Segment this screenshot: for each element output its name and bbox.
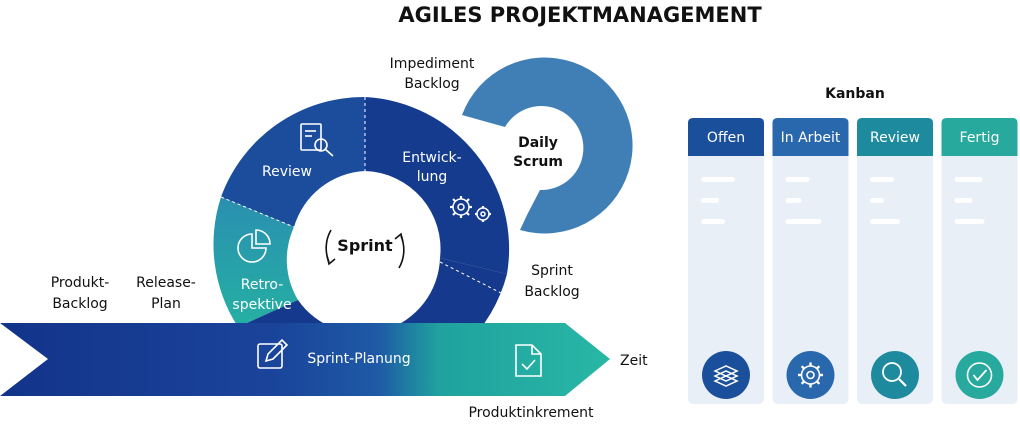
retrospektive-label-1: Retro- <box>241 277 284 293</box>
sprint-sector-review <box>221 96 365 228</box>
kanban-column-label: Review <box>870 130 920 146</box>
kanban-column: In Arbeit <box>772 118 849 404</box>
release-plan-label-1: Release- <box>136 275 196 291</box>
review-label: Review <box>262 164 312 180</box>
entwicklung-label-1: Entwick- <box>402 150 461 166</box>
kanban-column-body <box>857 118 933 404</box>
stack-icon <box>702 351 750 399</box>
release-plan-label-2: Plan <box>151 296 181 312</box>
document-search-icon <box>300 123 334 157</box>
kanban-column-header <box>688 118 764 156</box>
impediment-backlog-label-1: Impediment <box>390 56 475 72</box>
daily-scrum-arc <box>462 57 633 234</box>
produktinkrement-label: Produktinkrement <box>468 405 594 421</box>
kanban-column: Offen <box>688 118 764 404</box>
kanban-column-body <box>772 118 849 404</box>
kanban-card-placeholder <box>954 219 985 224</box>
kanban-card-placeholder <box>785 198 802 203</box>
kanban-card-placeholder <box>701 177 735 182</box>
separator-line <box>439 261 508 297</box>
kanban-column-header <box>941 118 1018 156</box>
page-title: AGILES PROJEKTMANAGEMENT <box>398 3 762 27</box>
kanban-card-placeholder <box>870 177 894 182</box>
cycle-arrows-icon <box>325 229 405 269</box>
kanban-column: Review <box>857 118 933 404</box>
kanban-column-header <box>772 118 849 156</box>
kanban-column-body <box>941 118 1018 404</box>
gear-icon <box>786 351 835 399</box>
kanban-card-placeholder <box>785 177 810 182</box>
kanban-column-header <box>857 118 933 156</box>
sprint-planung-label: Sprint-Planung <box>307 351 410 367</box>
impediment-backlog-label-2: Backlog <box>404 76 459 92</box>
kanban-card-placeholder <box>701 219 725 224</box>
produkt-backlog-label-1: Produkt- <box>51 275 110 291</box>
sprint-label: Sprint <box>337 236 393 255</box>
gears-icon <box>450 196 491 222</box>
timeline-arrow <box>0 323 610 396</box>
retrospektive-label-2: spektive <box>232 297 291 313</box>
kanban-card-placeholder <box>870 219 900 224</box>
kanban-card-placeholder <box>785 219 822 224</box>
kanban-board: Offen In Arbeit Review Fertig <box>688 118 1018 404</box>
kanban-title: Kanban <box>825 86 885 102</box>
zeit-label: Zeit <box>620 353 648 369</box>
document-check-icon <box>515 344 542 377</box>
entwicklung-label-2: lung <box>417 169 448 185</box>
sprint-backlog-label-1: Sprint <box>531 263 573 279</box>
produkt-backlog-label-2: Backlog <box>52 296 107 312</box>
sprint-sector-entwicklung <box>365 97 510 274</box>
kanban-column-body <box>688 118 764 404</box>
kanban-card-placeholder <box>870 198 884 203</box>
separator-line <box>220 196 295 228</box>
kanban-column-label: In Arbeit <box>781 130 841 146</box>
pie-chart-icon <box>237 229 271 263</box>
kanban-card-placeholder <box>954 177 983 182</box>
sprint-backlog-label-2: Backlog <box>524 284 579 300</box>
search-icon <box>871 351 919 399</box>
kanban-card-placeholder <box>954 198 973 203</box>
kanban-column-label: Offen <box>707 130 745 146</box>
kanban-card-placeholder <box>701 198 719 203</box>
edit-icon <box>257 338 289 369</box>
kanban-column: Fertig <box>941 118 1018 404</box>
daily-scrum-label-2: Scrum <box>513 154 563 170</box>
check-icon <box>955 351 1004 399</box>
daily-scrum-label-1: Daily <box>518 135 558 151</box>
kanban-column-label: Fertig <box>960 130 1000 146</box>
